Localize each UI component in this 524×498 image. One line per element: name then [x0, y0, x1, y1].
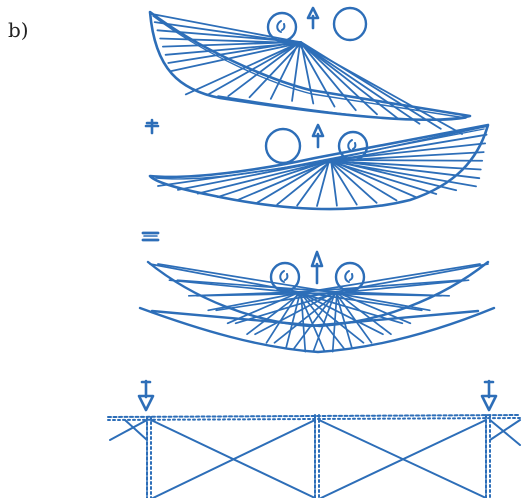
fan-rib [328, 159, 481, 180]
fan-rib [299, 42, 421, 125]
down-arrow-icon [480, 379, 498, 412]
fan-figure-top [148, 6, 472, 135]
fan-rib [215, 291, 338, 312]
fan-rib [334, 291, 373, 344]
fan-rib [273, 292, 338, 344]
fan-rib [246, 292, 302, 336]
fan-rib [269, 41, 300, 100]
fan-rib [167, 41, 300, 64]
fan-rib [335, 279, 470, 294]
truss-posts [146, 414, 491, 498]
fan-rib [329, 160, 358, 206]
fan-outline-middle-stroke2 [155, 128, 485, 180]
fan-rib [300, 291, 307, 353]
fan-ribs-combined [149, 263, 489, 353]
fan-rib [296, 159, 331, 207]
fan-rib [168, 279, 301, 294]
fan-rib [298, 41, 400, 120]
fan-rib [276, 160, 332, 206]
fan-ribs-middle [157, 125, 489, 207]
eye-mark-icon [279, 270, 289, 283]
fan-rib [265, 291, 300, 344]
up-arrow-icon [311, 123, 325, 149]
fan-rib [254, 291, 336, 336]
fan-rib [151, 13, 300, 43]
fan-rib [285, 292, 301, 350]
fan-rib [227, 41, 301, 97]
fan-rib [176, 279, 337, 293]
eye-mark-icon [344, 270, 354, 283]
fan-rib [330, 160, 398, 202]
fan-rib [336, 291, 451, 297]
empty-circle-icon [264, 127, 302, 165]
eye-circle-icon [266, 11, 298, 43]
panel-label: b) [8, 18, 29, 42]
fan-outline-top-stroke2 [152, 15, 467, 122]
fan-rib [312, 292, 336, 353]
fan-rib [248, 42, 302, 99]
fan-rib [335, 292, 353, 350]
fan-rib [161, 41, 301, 48]
fan-rib [157, 263, 338, 294]
fan-rib [328, 159, 378, 204]
combined-bottom [138, 306, 496, 354]
truss-figure [107, 379, 521, 498]
down-arrow-icon [137, 379, 155, 412]
fan-rib [330, 159, 458, 192]
fan-rib [195, 292, 336, 297]
fan-rib [234, 292, 337, 325]
fan-rib [170, 42, 301, 73]
equals-sign-icon [141, 231, 160, 242]
fan-rib [334, 292, 431, 312]
eye-circle-icon [334, 261, 366, 293]
empty-circle-icon [332, 6, 368, 42]
fan-rib [207, 292, 300, 312]
up-arrow-icon [306, 6, 320, 30]
eye-circle-icon [269, 261, 301, 293]
fan-figure-middle [148, 123, 490, 211]
fan-rib [329, 159, 418, 199]
fan-outline-middle [148, 123, 490, 211]
fan-rib [336, 292, 392, 336]
fan-rib [331, 291, 338, 353]
fan-ribs-top [151, 13, 463, 135]
truss-diagonals [109, 419, 521, 498]
fan-rib [316, 160, 330, 207]
fan-rib [330, 142, 487, 161]
fan-figure-combined [138, 250, 496, 354]
fan-rib [300, 263, 481, 294]
fan-rib [236, 160, 331, 201]
eye-mark-icon [276, 20, 286, 33]
fan-rib [291, 42, 301, 102]
fan-rib [293, 291, 337, 350]
plus-sign-icon [144, 118, 160, 135]
fan-rib [216, 159, 332, 198]
eye-mark-icon [347, 139, 357, 152]
up-arrow-icon [310, 250, 324, 285]
eye-circle-icon [337, 130, 369, 162]
combined-outline-right [150, 260, 490, 328]
fan-rib [299, 279, 462, 293]
fan-rib [330, 159, 338, 207]
fan-rib [196, 160, 330, 195]
